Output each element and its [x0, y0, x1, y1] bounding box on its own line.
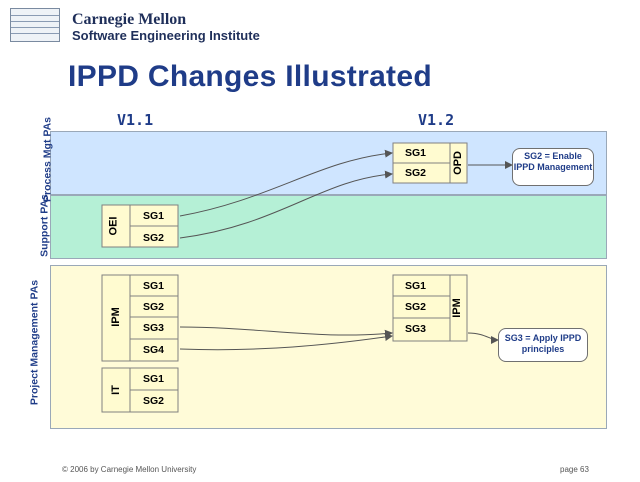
org-name-line1: Carnegie Mellon — [72, 11, 187, 28]
version-left-label: V1.1 — [117, 111, 154, 129]
arrow-ipm-to-sg3-callout — [467, 332, 499, 344]
copyright-footer: © 2006 by Carnegie Mellon University — [62, 465, 197, 474]
ipm-v11-sg1-label: SG1 — [143, 280, 165, 292]
opd-sg1-label: SG1 — [405, 147, 427, 159]
opd-group-label: OPD — [451, 151, 464, 175]
arrow-oei-sg1-to-opd-sg1 — [179, 149, 393, 217]
ipm-v11-group-label: IPM — [109, 307, 122, 327]
page-number: page 63 — [560, 465, 589, 474]
sg2-callout: SG2 = Enable IPPD Management — [512, 148, 594, 186]
oei-sg2-label: SG2 — [143, 232, 165, 244]
version-right-label: V1.2 — [418, 111, 455, 129]
arrow-ipm-sg3-to-ipm-sg3 — [179, 326, 393, 338]
ipm-v12-sg3-label: SG3 — [405, 323, 427, 335]
oei-group-label: OEI — [107, 216, 120, 236]
slide-title: IPPD Changes Illustrated — [68, 60, 432, 93]
ipm-v11-group-box — [101, 274, 179, 362]
arrow-oei-sg2-to-opd-sg2 — [179, 170, 393, 239]
ipm-v12-sg2-label: SG2 — [405, 301, 427, 313]
arrow-ipm-sg4-to-ipm-sg3 — [179, 333, 393, 351]
it-sg1-label: SG1 — [143, 373, 165, 385]
ipm-v12-group-box — [392, 274, 468, 342]
sg3-callout: SG3 = Apply IPPD principles — [498, 328, 588, 362]
cmu-seal-logo — [10, 8, 60, 42]
it-group-label: IT — [109, 385, 122, 395]
oei-sg1-label: SG1 — [143, 210, 165, 222]
it-sg2-label: SG2 — [143, 395, 165, 407]
ipm-v11-sg4-label: SG4 — [143, 344, 165, 356]
opd-sg2-label: SG2 — [405, 167, 427, 179]
org-name-line2: Software Engineering Institute — [72, 28, 260, 43]
ipm-v11-sg2-label: SG2 — [143, 301, 165, 313]
ipm-v12-group-label: IPM — [450, 298, 463, 318]
ipm-v11-sg3-label: SG3 — [143, 322, 165, 334]
ipm-v12-sg1-label: SG1 — [405, 280, 427, 292]
